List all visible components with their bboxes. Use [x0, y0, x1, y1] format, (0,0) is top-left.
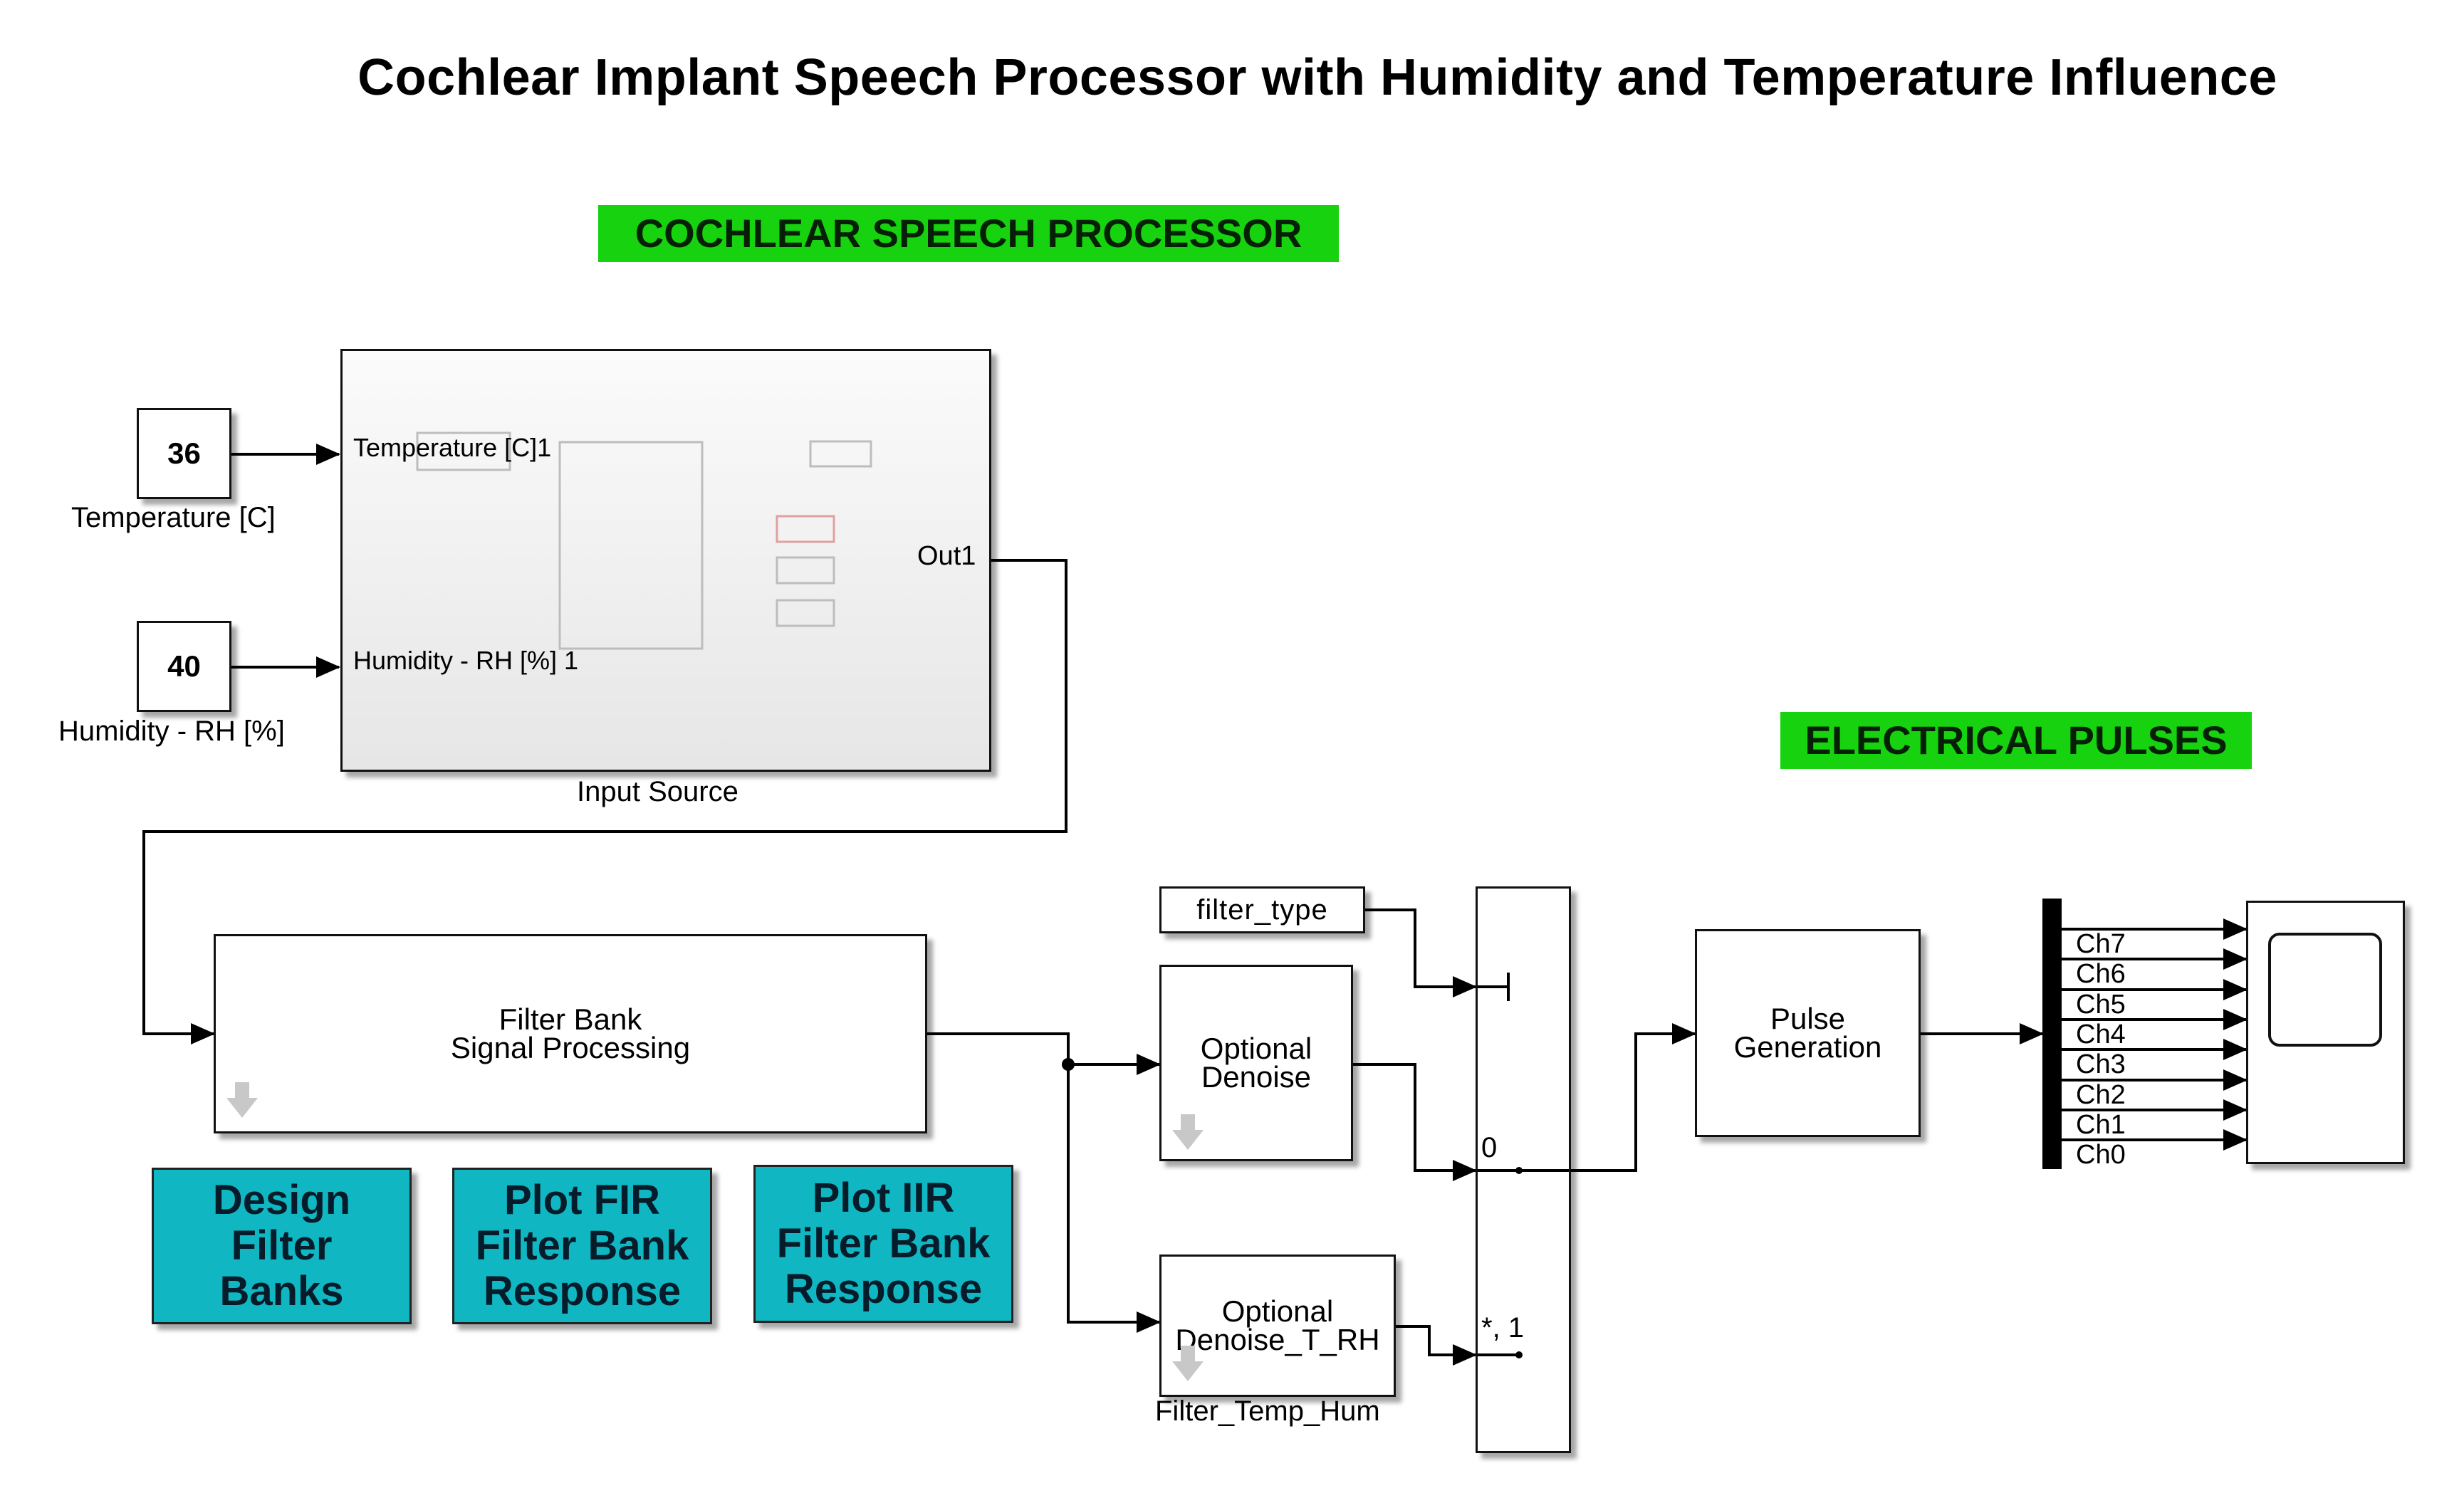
pulse-generation-block[interactable]: Pulse Generation: [1695, 929, 1921, 1137]
constant-temperature-value: 36: [167, 436, 201, 470]
plot-iir-response-button[interactable]: Plot IIR Filter Bank Response: [753, 1165, 1013, 1323]
channel-label: Ch7: [2076, 929, 2126, 959]
constant-temperature-block[interactable]: 36: [137, 408, 231, 499]
down-arrow-icon: [1172, 1346, 1204, 1381]
channel-label: Ch5: [2076, 990, 2126, 1020]
input-source-port-humidity: Humidity - RH [%] 1: [353, 646, 579, 675]
channel-label: Ch3: [2076, 1049, 2126, 1079]
constant-humidity-block[interactable]: 40: [137, 621, 231, 712]
area-label-electrical-pulses: ELECTRICAL PULSES: [1780, 712, 2252, 769]
constant-humidity-label: Humidity - RH [%]: [58, 716, 285, 747]
multiport-switch-block[interactable]: [1476, 886, 1571, 1453]
area-label-speech-processor: COCHLEAR SPEECH PROCESSOR: [598, 205, 1339, 262]
channel-label: Ch6: [2076, 959, 2126, 989]
scope-display-icon: [2268, 933, 2382, 1047]
plot-fir-response-button[interactable]: Plot FIR Filter Bank Response: [452, 1168, 712, 1324]
wire-denoise-trh-out: [1396, 1325, 1477, 1366]
wire-to-denoise-trh: [1067, 1064, 1161, 1333]
down-arrow-icon: [226, 1082, 258, 1118]
page-title: Cochlear Implant Speech Processor with H…: [357, 49, 2277, 106]
pulse-generation-label: Pulse Generation: [1733, 1002, 1882, 1064]
demux-block[interactable]: [2042, 899, 2062, 1169]
constant-humidity-value: 40: [167, 649, 201, 683]
wire-denoise-out: [1353, 1063, 1477, 1181]
input-source-port-temperature: Temperature [C]1: [353, 433, 552, 462]
subsystem-preview: [416, 431, 872, 650]
input-source-subsystem[interactable]: [340, 349, 991, 772]
wire-switch-out: [1519, 1023, 1696, 1172]
switch-port1-label: *, 1: [1481, 1312, 1525, 1344]
channel-label: Ch0: [2076, 1140, 2126, 1170]
filter-bank-label: Filter Bank Signal Processing: [450, 1002, 691, 1064]
wire-filterbank-out: [927, 1032, 1070, 1064]
optional-denoise-label: Optional Denoise: [1200, 1032, 1312, 1094]
switch-control-bar: [1476, 973, 1510, 1001]
channel-label: Ch1: [2076, 1110, 2126, 1140]
filter-bank-block[interactable]: Filter Bank Signal Processing: [214, 934, 927, 1133]
constant-temperature-label: Temperature [C]: [71, 502, 276, 533]
input-source-port-out1: Out1: [917, 541, 976, 571]
design-filter-banks-button[interactable]: Design Filter Banks: [152, 1168, 412, 1324]
branch-point: [1062, 1058, 1075, 1071]
down-arrow-icon: [1172, 1114, 1204, 1150]
input-source-name: Input Source: [577, 776, 738, 807]
filter-temp-hum-name: Filter_Temp_Hum: [1155, 1395, 1380, 1427]
filter-type-block[interactable]: filter_type: [1159, 886, 1365, 933]
optional-denoise-trh-label: Optional Denoise_T_RH: [1175, 1294, 1380, 1356]
channel-label: Ch4: [2076, 1020, 2126, 1049]
channel-label: Ch2: [2076, 1080, 2126, 1110]
wire-out1: [142, 559, 1067, 1044]
filter-type-label: filter_type: [1196, 894, 1328, 926]
scope-block[interactable]: [2246, 901, 2405, 1164]
wire-filter-type: [1365, 908, 1477, 997]
optional-denoise-trh-block[interactable]: Optional Denoise_T_RH: [1159, 1255, 1396, 1397]
switch-port0-label: 0: [1481, 1132, 1498, 1163]
